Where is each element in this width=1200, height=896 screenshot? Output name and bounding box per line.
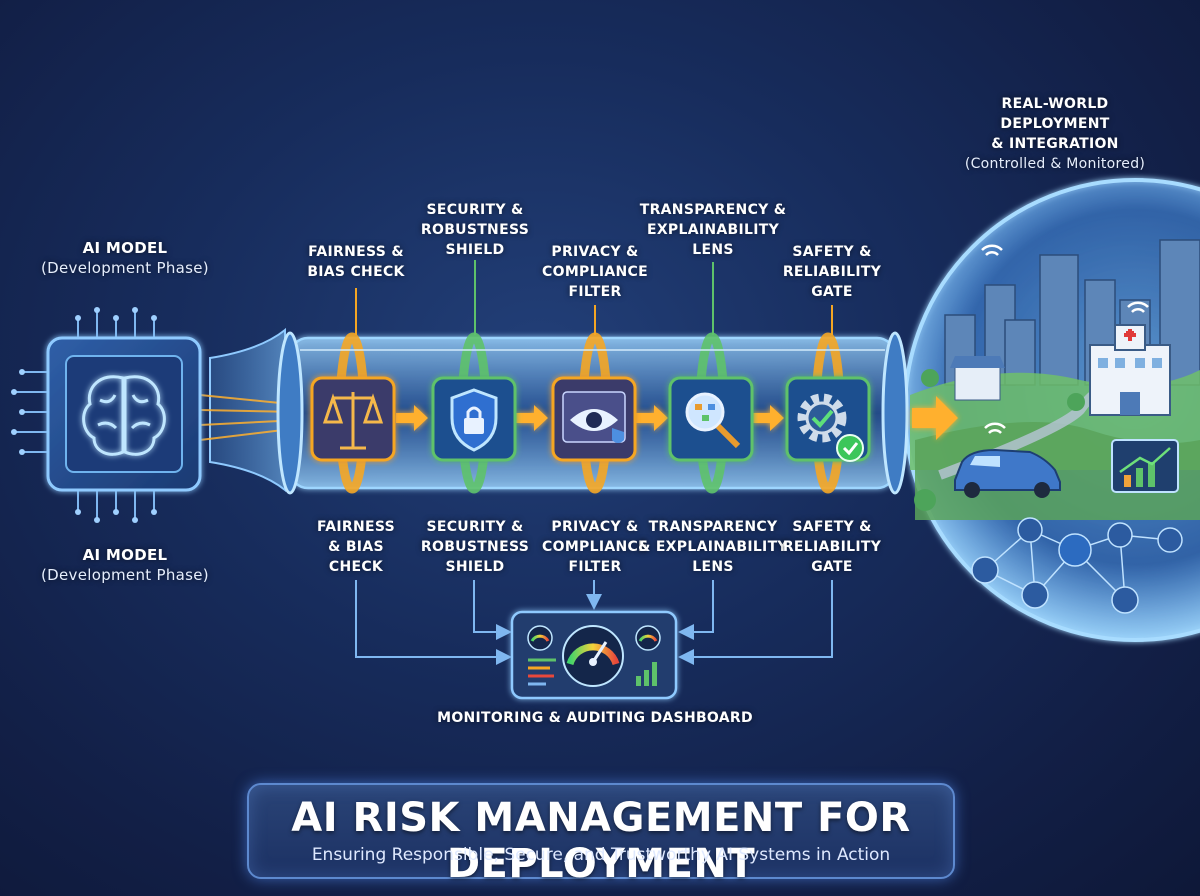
- ai-model-title: AI MODEL: [82, 239, 168, 257]
- label-line: COMPLIANCE: [542, 539, 648, 555]
- scales-icon: [322, 392, 384, 450]
- output-arrow: [912, 396, 958, 440]
- title-banner: AI RISK MANAGEMENT FOR DEPLOYMENT Ensuri…: [247, 783, 955, 887]
- dashboard-label: MONITORING & AUDITING DASHBOARD: [437, 710, 753, 726]
- stage-arrows: [396, 396, 958, 440]
- security-stage-box: [431, 376, 517, 462]
- label-line: LENS: [692, 242, 734, 258]
- label-line: ROBUSTNESS: [420, 222, 530, 238]
- chart-monitor-icon: [1111, 439, 1179, 493]
- label-line: SHIELD: [445, 242, 505, 258]
- stage-label-bottom-transparency: TRANSPARENCY & EXPLAINABILITY LENS: [638, 517, 788, 577]
- magnifier-flowchart-icon: [685, 392, 741, 449]
- gear-check-icon: [797, 393, 864, 462]
- label-line: ROBUSTNESS: [420, 539, 530, 555]
- label-line: BIAS CHECK: [307, 264, 405, 280]
- label-line: RELIABILITY: [782, 539, 882, 555]
- label-line: FILTER: [568, 284, 622, 300]
- ai-model-subtitle: (Development Phase): [41, 566, 209, 584]
- eye-filter-icon: [562, 391, 626, 443]
- label-line: SAFETY &: [792, 244, 872, 260]
- stage-label-bottom-fairness: FAIRNESS & BIAS CHECK: [296, 517, 416, 577]
- brain-chip-icon: [82, 375, 166, 456]
- label-line: COMPLIANCE: [542, 264, 648, 280]
- ai-model-label-bottom: AI MODEL (Development Phase): [20, 545, 230, 585]
- label-line: GATE: [811, 284, 853, 300]
- label-line: FAIRNESS: [317, 519, 395, 535]
- label-line: SECURITY &: [426, 519, 524, 535]
- stage-label-top-privacy: PRIVACY & COMPLIANCE FILTER: [530, 242, 660, 302]
- shop-icon: [950, 356, 1005, 401]
- stage-label-top-safety: SAFETY & RELIABILITY GATE: [772, 242, 892, 302]
- deployment-title-line2: & INTEGRATION: [991, 136, 1119, 152]
- safety-stage-box: [785, 376, 871, 462]
- ai-chip: [11, 307, 202, 523]
- dashboard-gauge-icon: [562, 625, 624, 687]
- label-line: & EXPLAINABILITY: [638, 539, 788, 555]
- stage-label-top-transparency: TRANSPARENCY & EXPLAINABILITY LENS: [638, 200, 788, 260]
- stage-label-top-fairness: FAIRNESS & BIAS CHECK: [296, 242, 416, 282]
- monitoring-dashboard: [510, 610, 678, 700]
- label-line: SAFETY &: [792, 519, 872, 535]
- label-line: GATE: [811, 559, 853, 575]
- stage-label-bottom-safety: SAFETY & RELIABILITY GATE: [772, 517, 892, 577]
- label-line: CHECK: [328, 559, 384, 575]
- transparency-stage-box: [668, 376, 754, 462]
- label-line: TRANSPARENCY: [648, 519, 778, 535]
- globe-network-icon: [971, 517, 1183, 614]
- shield-lock-icon: [450, 388, 498, 452]
- label-line: EXPLAINABILITY: [646, 222, 780, 238]
- fairness-stage-box: [310, 376, 396, 462]
- stage-label-top-security: SECURITY & ROBUSTNESS SHIELD: [410, 200, 540, 260]
- dashboard-connectors: [355, 580, 833, 665]
- label-line: TRANSPARENCY &: [639, 202, 787, 218]
- label-line: PRIVACY &: [551, 519, 639, 535]
- stage-connectors-top: [355, 260, 833, 335]
- deployment-label: REAL-WORLD DEPLOYMENT & INTEGRATION (Con…: [945, 94, 1165, 174]
- label-line: & BIAS: [328, 539, 384, 555]
- hospital-icon: [1089, 324, 1171, 416]
- label-line: FAIRNESS &: [308, 244, 404, 260]
- deployment-bubble: [903, 178, 1200, 642]
- main-subtitle: Ensuring Responsible, Secure, and Trustw…: [311, 845, 891, 865]
- ai-model-subtitle: (Development Phase): [41, 259, 209, 277]
- main-title: AI RISK MANAGEMENT FOR DEPLOYMENT: [291, 795, 911, 887]
- ai-model-label-top: AI MODEL (Development Phase): [20, 238, 230, 278]
- car-icon: [954, 448, 1061, 498]
- privacy-stage-box: [551, 376, 637, 462]
- label-line: LENS: [692, 559, 734, 575]
- label-line: SECURITY &: [426, 202, 524, 218]
- ai-model-title: AI MODEL: [82, 546, 168, 564]
- stage-label-bottom-security: SECURITY & ROBUSTNESS SHIELD: [410, 517, 540, 577]
- label-line: RELIABILITY: [782, 264, 882, 280]
- label-line: FILTER: [568, 559, 622, 575]
- deployment-title-line1: REAL-WORLD DEPLOYMENT: [1000, 96, 1110, 132]
- label-line: SHIELD: [445, 559, 505, 575]
- stage-label-bottom-privacy: PRIVACY & COMPLIANCE FILTER: [530, 517, 660, 577]
- label-line: PRIVACY &: [551, 244, 639, 260]
- wifi-icon: [981, 244, 1149, 434]
- deployment-subtitle: (Controlled & Monitored): [964, 156, 1146, 172]
